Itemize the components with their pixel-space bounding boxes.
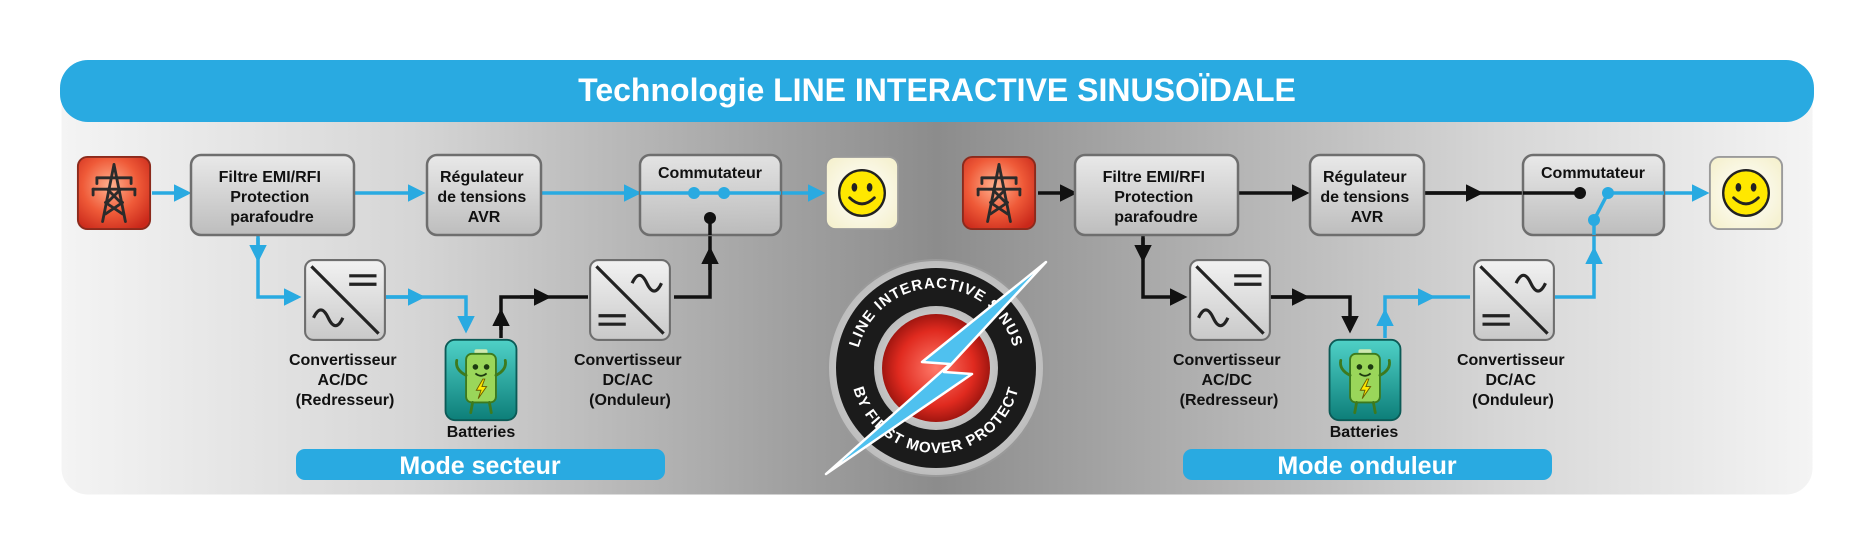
mode-onduleur-diagram: Filtre EMI/RFI Protection parafoudre Rég… — [961, 153, 1784, 480]
battery-icon — [444, 338, 518, 422]
mode-secteur-badge — [296, 449, 665, 480]
lightning-bolt-icon — [824, 260, 1048, 476]
mode-secteur-label: Mode secteur — [399, 452, 560, 480]
title-bar — [60, 60, 1814, 122]
dc-ac-converter-icon — [1472, 258, 1556, 342]
switch-label: Commutateur — [1541, 165, 1645, 182]
smiley-face-icon — [824, 155, 900, 231]
rectifier-label: Convertisseur AC/DC (Redresseur) — [1173, 352, 1285, 409]
regulator-label: Régulateur de tensions AVR — [1320, 169, 1413, 226]
mode-onduleur-badge — [1183, 449, 1552, 480]
filter-box — [1073, 153, 1240, 237]
regulator-label: Régulateur de tensions AVR — [437, 169, 530, 226]
regulator-box — [1308, 153, 1426, 237]
mode-onduleur-label: Mode onduleur — [1277, 452, 1456, 480]
power-pylon-icon — [961, 155, 1037, 231]
batteries-label: Batteries — [1330, 424, 1399, 441]
rectifier-label: Convertisseur AC/DC (Redresseur) — [289, 352, 401, 409]
switch-label: Commutateur — [658, 165, 762, 182]
batteries-label: Batteries — [447, 424, 516, 441]
mode-secteur-diagram: Filtre EMI/RFI Protection parafoudre Rég… — [76, 153, 900, 480]
page-title: Technologie LINE INTERACTIVE SINUSOÏDALE — [578, 72, 1296, 108]
power-pylon-icon — [76, 155, 152, 231]
ac-dc-converter-icon — [1188, 258, 1272, 342]
regulator-box — [425, 153, 543, 237]
filter-label: Filtre EMI/RFI Protection parafoudre — [1103, 169, 1210, 226]
inverter-label: Convertisseur DC/AC (Onduleur) — [574, 352, 686, 409]
line-interactive-logo: LINE INTERACTIVE SINUS BY FIRST MOVER PR… — [824, 259, 1048, 477]
ac-dc-converter-icon — [303, 258, 387, 342]
filter-box — [189, 153, 356, 237]
inverter-label: Convertisseur DC/AC (Onduleur) — [1457, 352, 1569, 409]
smiley-face-icon — [1708, 155, 1784, 231]
battery-icon — [1328, 338, 1402, 422]
dc-ac-converter-icon — [588, 258, 672, 342]
filter-label: Filtre EMI/RFI Protection parafoudre — [219, 169, 326, 226]
